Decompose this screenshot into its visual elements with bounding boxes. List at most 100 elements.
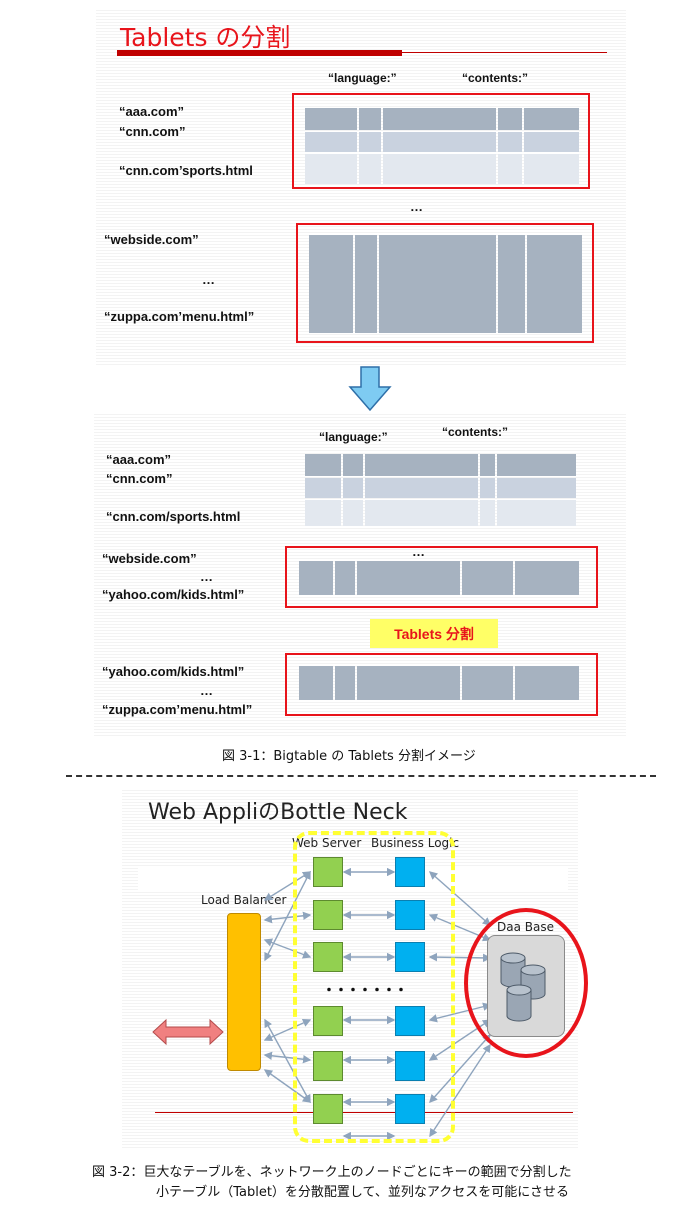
table-cell: [299, 666, 333, 700]
web-server-node: [313, 1006, 343, 1036]
tablet-table: [305, 454, 576, 526]
row-key: “zuppa.com’menu.html”: [104, 309, 255, 324]
row-key: “cnn.com”: [119, 124, 186, 139]
table-cell: [355, 235, 377, 333]
figure-caption: 図 3-2：巨大なテーブルを、ネットワーク上のノードごとにキーの範囲で分割した: [92, 1165, 572, 1180]
web-server-node: [313, 942, 343, 972]
split-label-text: Tablets 分割: [394, 625, 474, 642]
title-rule: [402, 52, 607, 53]
ellipsis: …: [200, 569, 213, 584]
row-key: “aaa.com”: [106, 452, 172, 467]
row-key: “cnn.com’sports.html: [119, 163, 253, 178]
column-header-contents: “contents:”: [462, 71, 528, 85]
table-cell: [365, 454, 478, 476]
row-key: “webside.com”: [102, 551, 197, 566]
row-key: “aaa.com”: [119, 104, 185, 119]
table-cell: [462, 666, 513, 700]
web-server-node: [313, 1094, 343, 1124]
table-cell: [480, 500, 495, 526]
table-cell: [524, 132, 579, 152]
table-cell: [309, 235, 353, 333]
business-logic-node: [395, 1051, 425, 1081]
table-cell: [357, 561, 460, 595]
table-cell: [305, 108, 357, 130]
tablet-table: [299, 666, 579, 700]
table-cell: [498, 154, 522, 184]
table-cell: [305, 500, 341, 526]
business-logic-node: [395, 1094, 425, 1124]
table-cell: [379, 235, 496, 333]
table-cell: [524, 154, 579, 184]
table-cell: [305, 478, 341, 498]
table-cell: [359, 108, 381, 130]
split-label: Tablets 分割: [370, 619, 498, 648]
row-key: “cnn.com”: [106, 471, 173, 486]
database-label: Daa Base: [497, 920, 554, 934]
table-cell: [343, 478, 363, 498]
tablet-box: [285, 546, 598, 608]
tablet-box: [292, 93, 590, 189]
business-logic-node: [395, 942, 425, 972]
row-key: “yahoo.com/kids.html”: [102, 587, 245, 602]
table-cell: [498, 108, 522, 130]
business-logic-label: Business Logic: [371, 836, 460, 850]
table-cell: [497, 500, 576, 526]
table-cell: [480, 478, 495, 498]
table-cell: [515, 561, 579, 595]
connection-lines: [263, 867, 492, 1141]
table-cell: [498, 132, 522, 152]
table-cell: [480, 454, 495, 476]
web-server-node: [313, 1051, 343, 1081]
table-cell: [343, 500, 363, 526]
row-key: “zuppa.com’menu.html”: [102, 702, 253, 717]
table-cell: [383, 132, 496, 152]
table-cell: [365, 478, 478, 498]
tablet-box: [285, 653, 598, 716]
column-header-language: “language:”: [319, 430, 388, 444]
title-underline: [117, 50, 402, 56]
tablet-table: [309, 235, 582, 333]
ellipsis-dots: ・・・・・・・: [322, 983, 408, 999]
rule: [155, 1112, 573, 1113]
table-cell: [383, 108, 496, 130]
business-logic-node: [395, 857, 425, 887]
table-cell: [527, 235, 582, 333]
ellipsis: …: [202, 272, 215, 287]
table-cell: [383, 154, 496, 184]
table-cell: [305, 154, 357, 184]
tablet-table: [305, 108, 579, 184]
table-cell: [299, 561, 333, 595]
table-cell: [515, 666, 579, 700]
table-cell: [498, 235, 525, 333]
table-cell: [335, 666, 355, 700]
table-cell: [365, 500, 478, 526]
column-header-language: “language:”: [328, 71, 397, 85]
server-group-highlight: [293, 831, 455, 1143]
row-key: “webside.com”: [104, 232, 199, 247]
load-balancer: [227, 913, 261, 1071]
slide-title: Tablets の分割: [120, 23, 291, 52]
table-cell: [462, 561, 513, 595]
table-cell: [524, 108, 579, 130]
table-cell: [497, 478, 576, 498]
figure-caption: 図 3-1：Bigtable の Tablets 分割イメージ: [222, 749, 476, 764]
down-arrow-icon: [348, 366, 392, 412]
row-key: “yahoo.com/kids.html”: [102, 664, 245, 679]
table-cell: [335, 561, 355, 595]
tablet-table: [299, 561, 579, 595]
database-highlight: [464, 908, 588, 1058]
table-cell: [305, 132, 357, 152]
slide-title: Web AppliのBottle Neck: [148, 800, 408, 825]
table-cell: [357, 666, 460, 700]
figure-caption: 小テーブル（Tablet）を分散配置して、並列なアクセスを可能にさせる: [156, 1185, 569, 1200]
row-key: “cnn.com/sports.html: [106, 509, 241, 524]
table-cell: [359, 154, 381, 184]
client-arrow-icon: [152, 1018, 224, 1046]
web-server-label: Web Server: [292, 836, 362, 850]
table-cell: [359, 132, 381, 152]
ellipsis: …: [412, 544, 425, 559]
ellipsis: …: [410, 199, 423, 214]
web-server-node: [313, 900, 343, 930]
tablet-box: [296, 223, 594, 343]
web-server-node: [313, 857, 343, 887]
